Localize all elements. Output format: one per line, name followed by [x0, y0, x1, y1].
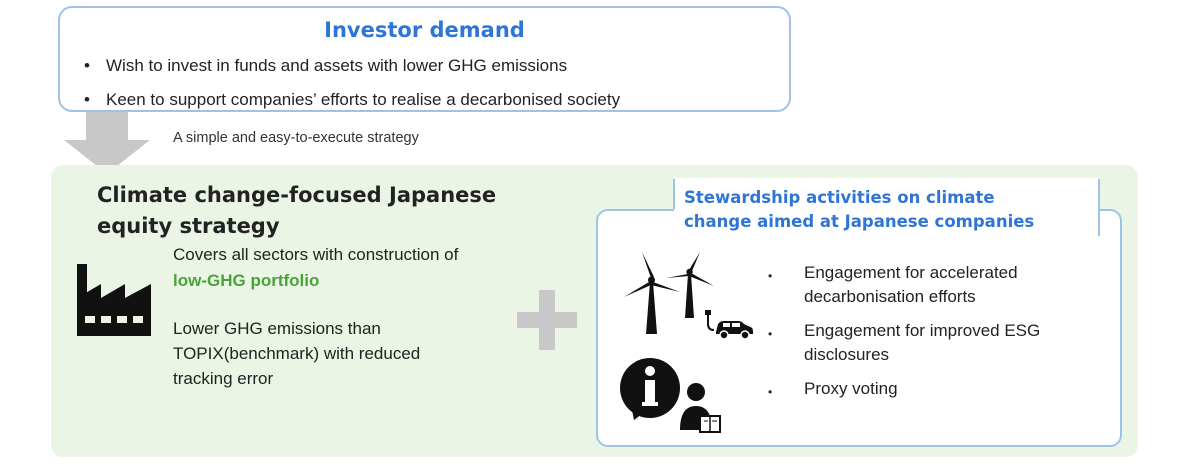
bullet-dot: •	[768, 269, 773, 283]
bullet-dot: •	[84, 90, 90, 109]
low-ghg-highlight: low-GHG portfolio	[173, 271, 320, 290]
stewardship-title-divider	[1098, 179, 1100, 236]
person-icon	[680, 383, 721, 433]
investor-demand-box: Investor demand • Wish to invest in funds…	[58, 6, 791, 112]
bullet-dot: •	[768, 327, 773, 341]
lower-ghg-line-2: TOPIX(benchmark) with reduced	[173, 344, 421, 363]
stewardship-box	[596, 209, 1122, 447]
arrow-down-icon	[64, 112, 150, 174]
strategy-title: Climate change-focused Japanese equity s…	[97, 180, 527, 242]
arrow-note: A simple and easy-to-execute strategy	[173, 130, 419, 146]
activity-line-2: decarbonisation efforts	[804, 287, 976, 306]
wind-turbine-icon	[624, 252, 753, 340]
activity-line-1: Proxy voting	[804, 379, 898, 398]
stewardship-title-line-1: Stewardship activities on climate	[684, 188, 995, 207]
investor-bullet-text: Wish to invest in funds and assets with …	[106, 56, 568, 75]
covers-line: Covers all sectors with construction of	[173, 245, 459, 264]
lower-ghg-line-3: tracking error	[173, 369, 274, 388]
lower-ghg-line-1: Lower GHG emissions than	[173, 319, 381, 338]
info-icon	[620, 358, 721, 433]
investor-demand-title: Investor demand	[324, 18, 525, 42]
electric-car-icon	[716, 321, 753, 340]
activity-line-1: Engagement for accelerated	[804, 263, 1018, 282]
stewardship-title-background	[674, 178, 1100, 236]
stewardship-title-line-2: change aimed at Japanese companies	[684, 212, 1035, 231]
strategy-title-line-2: equity strategy	[97, 214, 280, 238]
activity-line-1: Engagement for improved ESG	[804, 321, 1041, 340]
factory-icon	[77, 264, 151, 336]
stewardship-title-divider-left	[673, 179, 675, 209]
bullet-dot: •	[768, 385, 773, 399]
activity-line-2: disclosures	[804, 345, 890, 364]
investor-bullet-2: • Keen to support companies’ efforts to r…	[84, 90, 620, 110]
investor-bullet-1: • Wish to invest in funds and assets with…	[84, 56, 567, 76]
investor-bullet-text: Keen to support companies’ efforts to re…	[106, 90, 621, 109]
strategy-title-line-1: Climate change-focused Japanese	[97, 183, 497, 207]
stewardship-title: Stewardship activities on climate change…	[684, 186, 1094, 234]
plus-icon	[517, 290, 577, 350]
bullet-dot: •	[84, 56, 90, 75]
